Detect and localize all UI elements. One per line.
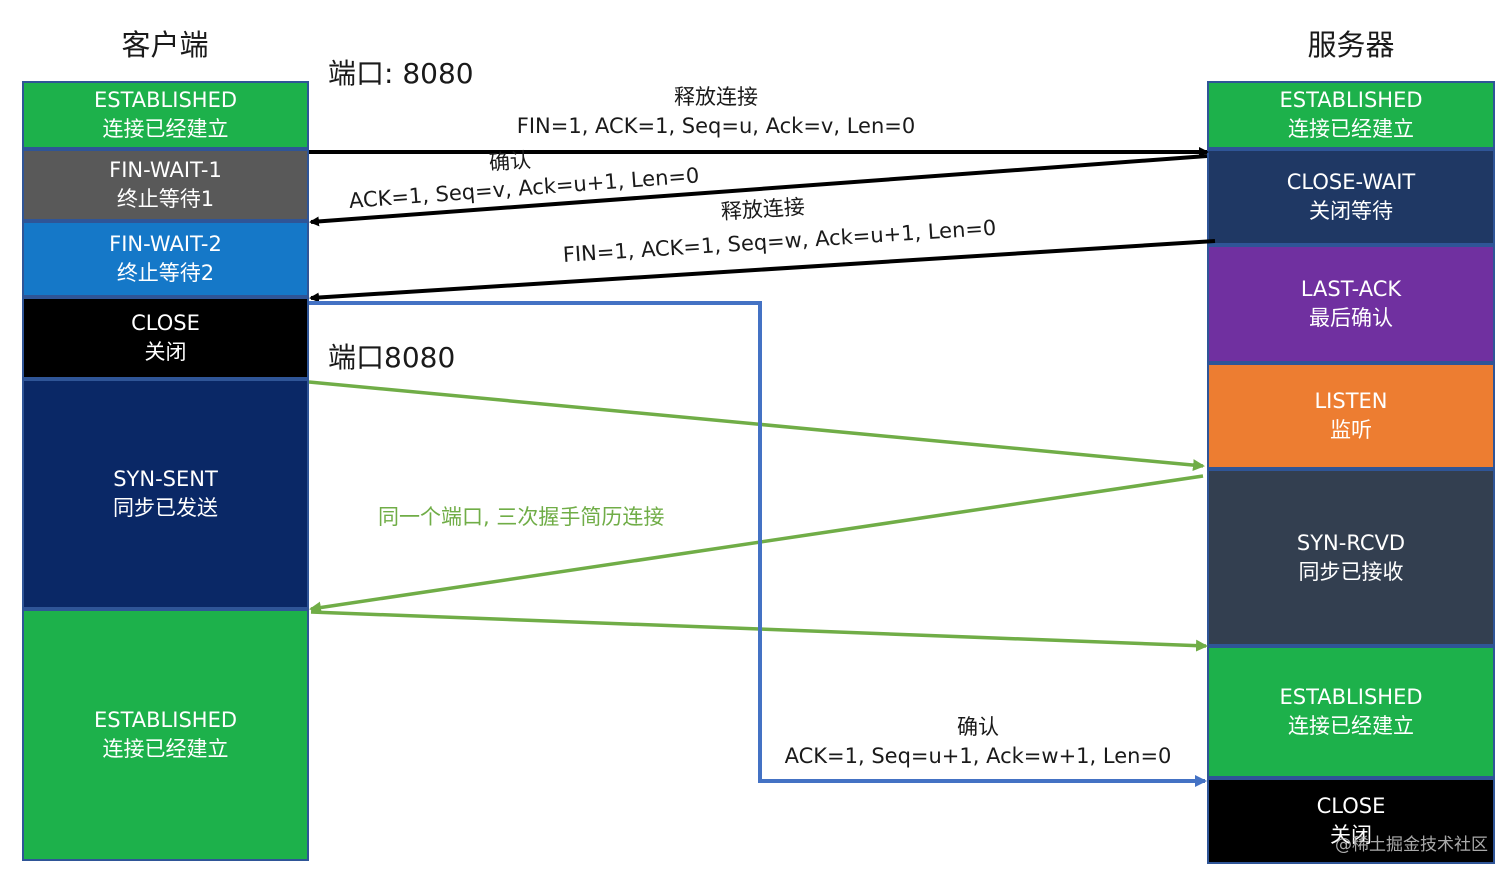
state-desc: 同步已接收 — [1298, 559, 1404, 584]
state-desc: 连接已经建立 — [102, 117, 229, 141]
ack2-detail: ACK=1, Seq=u+1, Ack=w+1, Len=0 — [784, 744, 1172, 768]
state-label: ESTABLISHED — [93, 88, 238, 112]
state-desc: 关闭 — [1330, 823, 1372, 847]
state-label: FIN-WAIT-1 — [109, 158, 222, 182]
ack2-arrow — [309, 301, 1207, 787]
state-label: SYN-SENT — [113, 467, 218, 491]
server-state-established-2: ESTABLISHED 连接已经建立 — [1207, 646, 1495, 778]
state-desc: 连接已经建立 — [1288, 714, 1414, 738]
server-state-close-wait: CLOSE-WAIT 关闭等待 — [1207, 149, 1495, 245]
fin1-detail: FIN=1, ACK=1, Seq=u, Ack=v, Len=0 — [516, 114, 916, 138]
client-state-fin-wait-2: FIN-WAIT-2 终止等待2 — [22, 221, 309, 297]
state-label: CLOSE — [131, 311, 200, 335]
state-label: LAST-ACK — [1300, 277, 1402, 301]
client-state-fin-wait-1: FIN-WAIT-1 终止等待1 — [22, 149, 309, 221]
state-desc: 关闭等待 — [1309, 199, 1393, 223]
state-label: CLOSE-WAIT — [1286, 170, 1416, 194]
state-desc: 终止等待2 — [116, 261, 215, 285]
state-desc: 最后确认 — [1309, 306, 1393, 330]
server-state-established: ESTABLISHED 连接已经建立 — [1207, 81, 1495, 149]
state-label: SYN-RCVD — [1296, 530, 1406, 555]
handshake-note: 同一个端口, 三次握手简历连接 — [378, 505, 665, 529]
client-state-close: CLOSE 关闭 — [22, 297, 309, 379]
state-desc: 终止等待1 — [116, 187, 215, 211]
client-title: 客户端 — [121, 28, 209, 62]
ack2-title: 确认 — [957, 715, 999, 739]
state-label: FIN-WAIT-2 — [109, 232, 222, 256]
ack2-label: 确认 ACK=1, Seq=u+1, Ack=w+1, Len=0 — [780, 713, 1176, 771]
server-title: 服务器 — [1307, 28, 1395, 62]
state-desc: 连接已经建立 — [102, 737, 229, 761]
state-desc: 关闭 — [144, 340, 187, 364]
port-label-1: 端口: 8080 — [328, 57, 474, 90]
server-state-last-ack: LAST-ACK 最后确认 — [1207, 245, 1495, 363]
client-state-established: ESTABLISHED 连接已经建立 — [22, 81, 309, 149]
port-label-2: 端口8080 — [328, 341, 456, 374]
state-label: LISTEN — [1314, 389, 1388, 413]
server-state-listen: LISTEN 监听 — [1207, 363, 1495, 469]
fin2-title: 释放连接 — [720, 194, 806, 224]
state-label: ESTABLISHED — [93, 708, 238, 732]
state-label: ESTABLISHED — [1279, 88, 1423, 112]
state-label: ESTABLISHED — [1279, 685, 1423, 709]
syn-ack-arrow — [309, 474, 1204, 614]
state-label: CLOSE — [1316, 794, 1386, 818]
fin2-arrow — [309, 239, 1216, 303]
client-state-established-2: ESTABLISHED 连接已经建立 — [22, 609, 309, 861]
state-desc: 同步已发送 — [113, 496, 218, 520]
ack1-arrow — [309, 154, 1208, 227]
client-state-syn-sent: SYN-SENT 同步已发送 — [22, 379, 309, 609]
state-desc: 连接已经建立 — [1288, 117, 1414, 141]
fin1-label: 释放连接 FIN=1, ACK=1, Seq=u, Ack=v, Len=0 — [510, 83, 922, 141]
server-state-close: CLOSE 关闭 — [1207, 778, 1495, 864]
watermark: @稀土掘金技术社区 — [1335, 835, 1488, 855]
server-state-syn-rcvd: SYN-RCVD 同步已接收 — [1207, 469, 1495, 646]
fin1-title: 释放连接 — [674, 85, 758, 109]
state-desc: 监听 — [1330, 418, 1372, 442]
syn-arrow — [308, 380, 1205, 472]
